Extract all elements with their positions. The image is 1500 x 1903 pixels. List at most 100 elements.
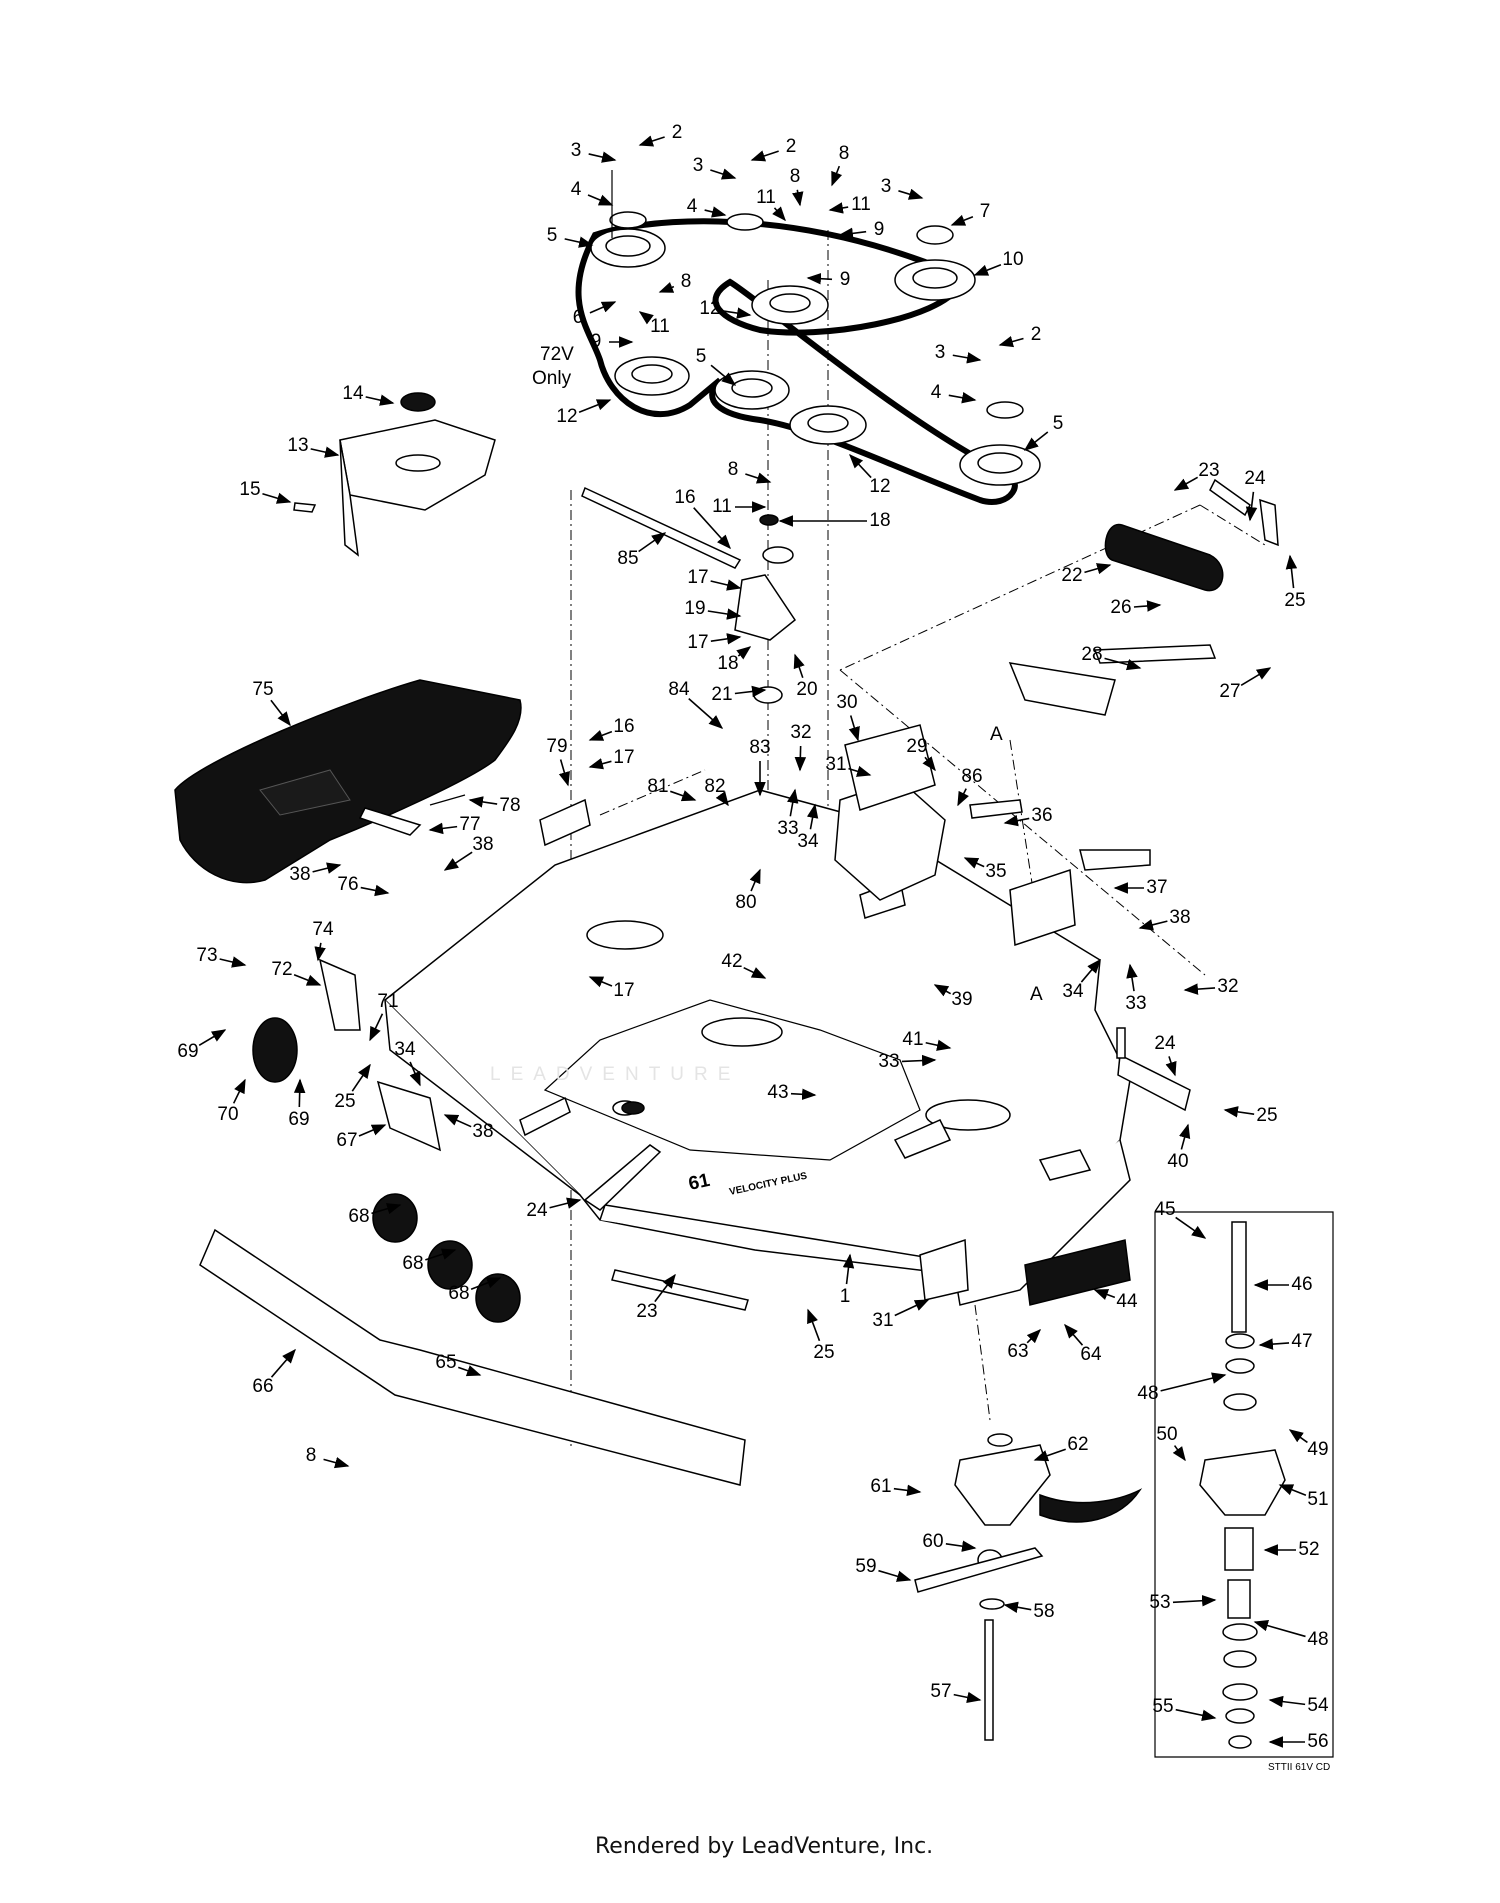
callout-leader-arrow — [922, 756, 936, 772]
callout-leader-arrow — [588, 729, 613, 741]
callout-leader-arrow — [901, 1054, 937, 1067]
callout-number: 45 — [1154, 1199, 1175, 1220]
callout-leader-arrow — [588, 976, 613, 988]
callout-part-38: 38 — [1138, 907, 1191, 931]
callout-part-58: 58 — [1003, 1601, 1055, 1622]
callout-leader-arrow — [831, 165, 843, 187]
callout-leader-arrow — [654, 1273, 676, 1303]
callout-leader-arrow — [745, 472, 772, 484]
callout-number: 24 — [1154, 1033, 1176, 1054]
callout-part-11: 11 — [638, 311, 670, 337]
callout-leader-arrow — [957, 788, 969, 807]
callout-number: 34 — [797, 831, 819, 852]
callout-number: 18 — [717, 653, 738, 674]
callout-leader-arrow — [1183, 983, 1216, 995]
callout-part-32: 32 — [1183, 976, 1239, 997]
callout-leader-arrow — [588, 758, 612, 770]
callout-part-59: 59 — [855, 1556, 912, 1582]
callout-part-69: 69 — [177, 1029, 227, 1062]
callout-part-33: 33 — [1125, 963, 1147, 1014]
callout-part-37: 37 — [1113, 877, 1168, 898]
callout-number: 11 — [851, 194, 871, 215]
callout-number: 52 — [1298, 1539, 1319, 1560]
callout-part-75: 75 — [252, 679, 291, 727]
callout-part-8: 8 — [306, 1445, 350, 1469]
callout-leader-arrow — [232, 1078, 246, 1104]
callout-leader-arrow — [314, 942, 326, 962]
callout-number: 36 — [1031, 805, 1052, 826]
callout-leader-arrow — [638, 532, 667, 553]
callout-part-72: 72 — [271, 959, 322, 986]
callout-leader-arrow — [293, 974, 322, 986]
callout-number: 60 — [922, 1531, 943, 1552]
callout-number: 19 — [684, 598, 705, 619]
callout-leader-arrow — [688, 698, 724, 729]
callout-part-4: 4 — [571, 179, 614, 206]
callout-part-7: 7 — [950, 201, 990, 226]
callout-number: 34 — [1062, 981, 1084, 1002]
callout-leader-arrow — [973, 264, 1002, 276]
callout-part-43: 43 — [767, 1082, 817, 1103]
callout-number: 61 — [870, 1476, 891, 1497]
callout-part-24: 24 — [1154, 1033, 1177, 1077]
callout-leader-arrow — [443, 851, 473, 871]
callout-number: 11 — [650, 316, 670, 337]
callout-leader-arrow — [1179, 1123, 1191, 1150]
callout-number: 8 — [790, 166, 801, 187]
callout-number: 16 — [674, 487, 695, 508]
callout-part-24: 24 — [526, 1197, 582, 1221]
callout-leader-arrow — [409, 1061, 421, 1087]
callout-number: 68 — [402, 1253, 423, 1274]
callout-part-74: 74 — [312, 919, 334, 962]
callout-number: 40 — [1167, 1151, 1188, 1172]
variant-note-line2: Only — [532, 368, 572, 389]
callout-leader-arrow — [807, 1308, 821, 1342]
callout-number: 9 — [840, 269, 851, 290]
callout-leader-arrow — [1268, 1695, 1306, 1708]
callout-number: 9 — [874, 219, 885, 240]
callout-leader-arrow — [1172, 1445, 1186, 1462]
callout-number: 81 — [647, 776, 668, 797]
callout-part-27: 27 — [1219, 667, 1272, 702]
callout-number: 74 — [312, 919, 334, 940]
callout-part-38: 38 — [289, 862, 342, 885]
callout-part-9: 9 — [806, 269, 851, 290]
callout-part-31: 31 — [872, 1299, 930, 1331]
callout-part-79: 79 — [546, 736, 570, 787]
callout-part-28: 28 — [1081, 644, 1142, 671]
callout-part-39: 39 — [933, 984, 973, 1010]
callout-number: 49 — [1307, 1439, 1328, 1460]
callout-leader-arrow — [1288, 1429, 1308, 1444]
callout-leader-arrow — [425, 1248, 457, 1261]
pulley-72v-only — [614, 356, 690, 396]
callout-part-38: 38 — [443, 1114, 494, 1142]
callout-leader-arrow — [1172, 1594, 1217, 1607]
callout-number: 43 — [767, 1082, 788, 1103]
callout-part-24: 24 — [1244, 468, 1266, 522]
callout-number: 73 — [196, 945, 217, 966]
callout-leader-arrow — [722, 307, 752, 319]
callout-number: 57 — [930, 1681, 951, 1702]
callout-part-3: 3 — [881, 176, 924, 200]
callout-leader-arrow — [707, 608, 742, 620]
gearbox-35 — [834, 724, 1151, 947]
callout-leader-arrow — [933, 984, 952, 997]
callout-part-11: 11 — [712, 496, 767, 517]
callout-leader-arrow — [219, 956, 247, 968]
callout-leader-arrow — [787, 788, 799, 817]
callout-number: 82 — [704, 776, 725, 797]
callout-leader-arrow — [715, 791, 729, 807]
callout-part-18: 18 — [778, 510, 891, 531]
callout-part-40: 40 — [1167, 1123, 1191, 1172]
callout-part-34: 34 — [1062, 958, 1101, 1002]
callout-part-17: 17 — [588, 747, 635, 770]
callout-number: 37 — [1146, 877, 1167, 898]
callout-part-80: 80 — [735, 868, 761, 913]
callout-leader-arrow — [792, 189, 804, 207]
callout-leader-arrow — [428, 822, 458, 835]
callout-part-1: 1 — [840, 1253, 855, 1307]
callout-leader-arrow — [704, 206, 727, 218]
callout-number: 70 — [217, 1104, 238, 1125]
callout-leader-arrow — [1285, 554, 1298, 589]
callout-leader-arrow — [270, 699, 291, 727]
